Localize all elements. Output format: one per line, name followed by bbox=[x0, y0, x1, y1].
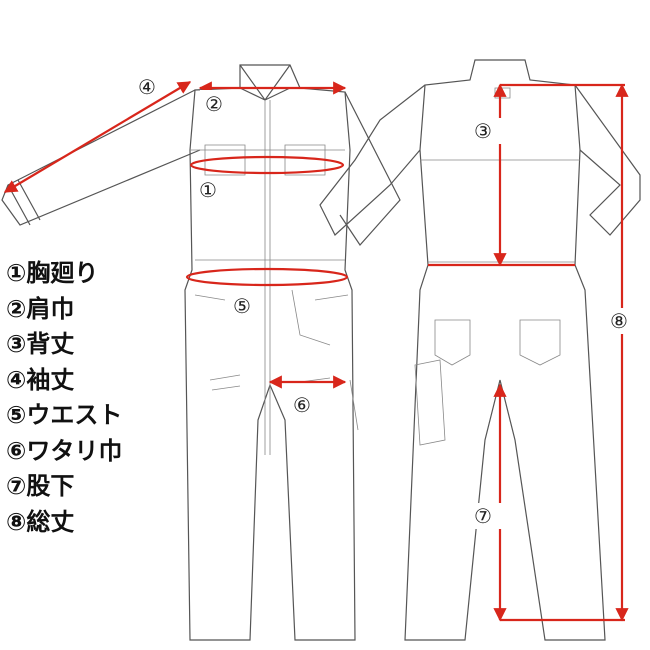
legend-label: 袖丈 bbox=[26, 365, 75, 394]
marker-waist: ⑤ bbox=[233, 294, 251, 318]
measurement-lines bbox=[3, 81, 629, 622]
marker-shoulder-width: ② bbox=[205, 92, 223, 116]
legend-item-shoulder: ②肩巾 bbox=[6, 292, 122, 328]
sleeve-length-line bbox=[3, 81, 192, 193]
legend-item-chest: ①胸廻り bbox=[6, 256, 122, 292]
marker-chest: ① bbox=[199, 178, 217, 202]
back-coverall-outline bbox=[319, 59, 641, 641]
measurement-legend: ①胸廻り ②肩巾 ③背丈 ④袖丈 ⑤ウエスト ⑥ワタリ巾 ⑦股下 ⑧総丈 bbox=[6, 256, 122, 540]
legend-number: ④ bbox=[6, 365, 27, 394]
legend-number: ① bbox=[6, 259, 27, 287]
legend-number: ② bbox=[6, 294, 27, 323]
marker-total-length: ⑧ bbox=[610, 309, 628, 333]
legend-label: 背丈 bbox=[26, 330, 75, 358]
marker-sleeve-length: ④ bbox=[138, 75, 156, 99]
legend-label: 胸廻り bbox=[26, 259, 99, 287]
legend-label: ウエスト bbox=[26, 401, 123, 429]
legend-number: ⑤ bbox=[6, 401, 27, 429]
legend-label: 肩巾 bbox=[26, 294, 75, 323]
marker-back-length: ③ bbox=[474, 119, 492, 143]
legend-item-total-length: ⑧総丈 bbox=[6, 505, 122, 541]
legend-item-sleeve: ④袖丈 bbox=[6, 363, 122, 399]
marker-inseam: ⑦ bbox=[474, 504, 492, 528]
marker-thigh-width: ⑥ bbox=[293, 393, 311, 417]
legend-number: ⑧ bbox=[6, 507, 27, 536]
legend-item-thigh: ⑥ワタリ巾 bbox=[6, 434, 122, 470]
legend-number: ③ bbox=[6, 330, 27, 358]
legend-number: ⑥ bbox=[6, 436, 27, 465]
legend-number: ⑦ bbox=[6, 472, 27, 500]
legend-item-inseam: ⑦股下 bbox=[6, 469, 122, 505]
waist-line bbox=[185, 267, 349, 287]
legend-label: ワタリ巾 bbox=[26, 436, 123, 465]
legend-label: 総丈 bbox=[26, 507, 75, 536]
legend-label: 股下 bbox=[26, 472, 75, 500]
chest-line bbox=[189, 155, 345, 175]
legend-item-back-length: ③背丈 bbox=[6, 327, 122, 363]
legend-item-waist: ⑤ウエスト bbox=[6, 398, 122, 434]
